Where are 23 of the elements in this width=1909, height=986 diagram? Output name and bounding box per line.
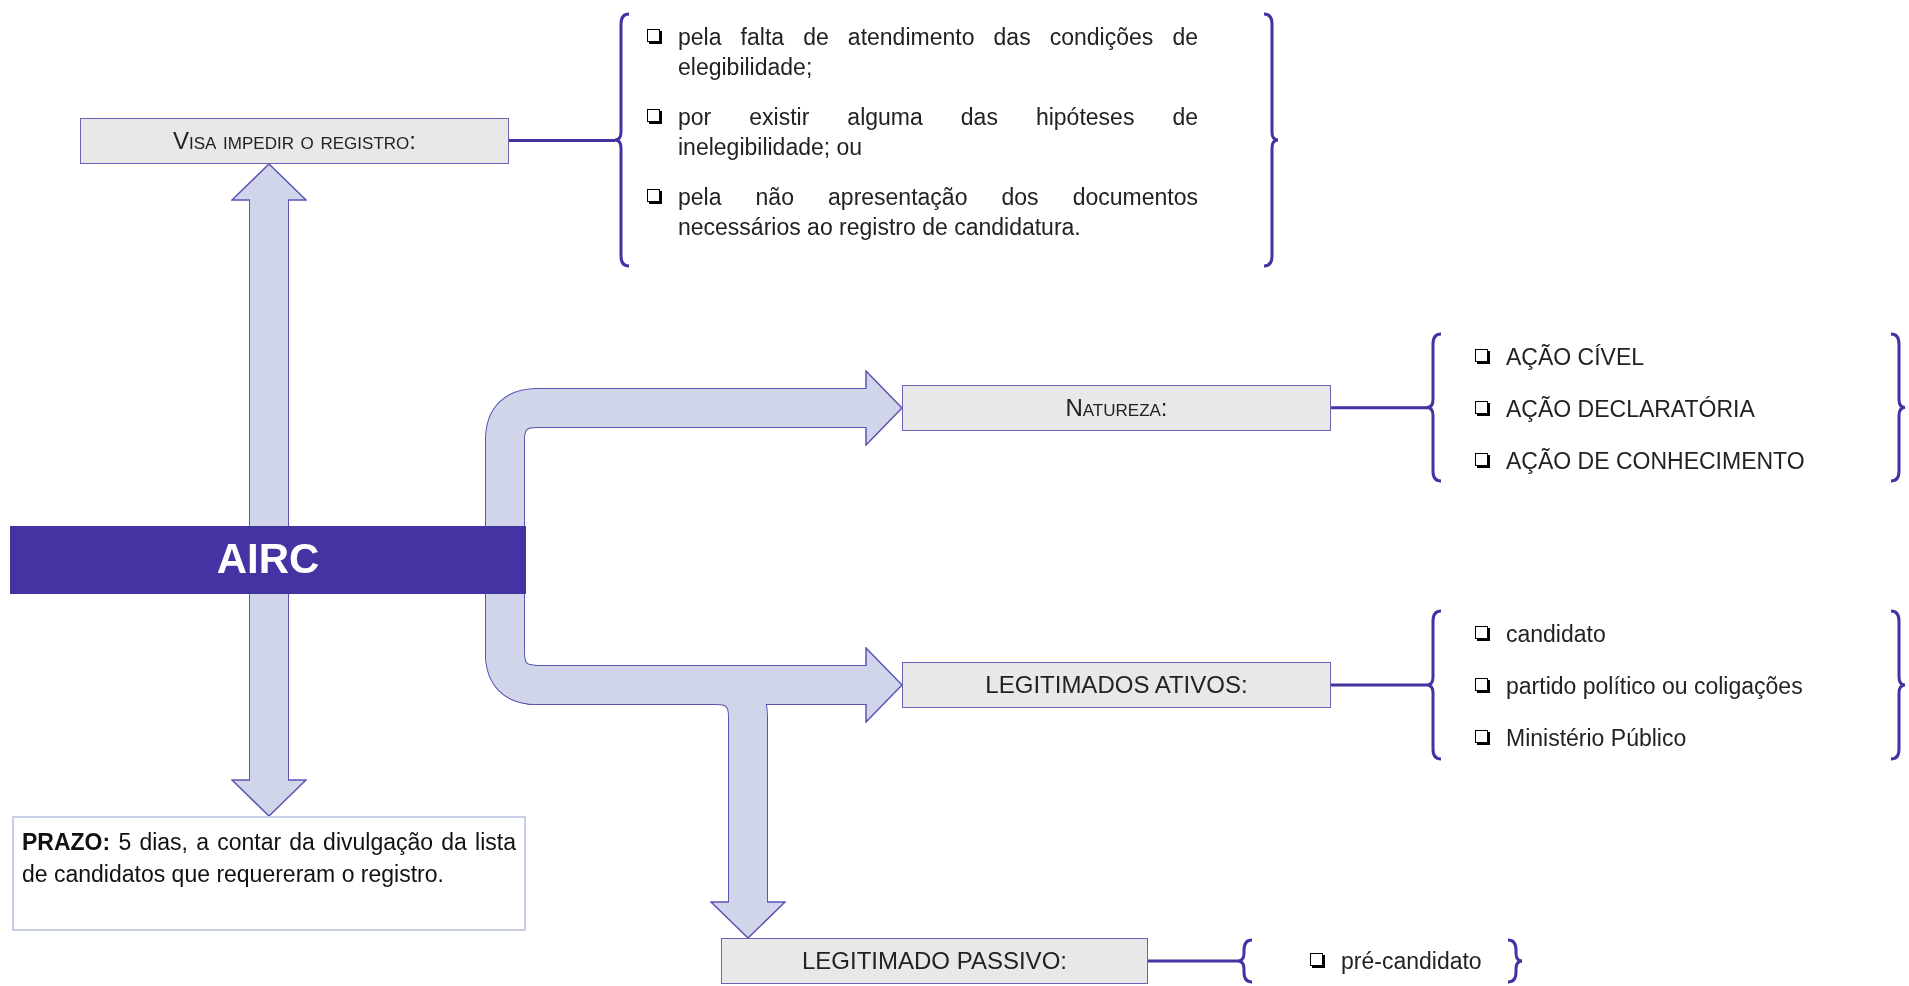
list-item: partido político ou coligações <box>1506 672 1803 701</box>
label-box: Visa impedir o registro: <box>80 118 509 164</box>
list-item: AÇÃO CÍVEL <box>1506 343 1645 372</box>
connector-line <box>1331 683 1427 687</box>
list-item: pela não apresentação dos documentos necessários ao registro de candidatura. <box>678 183 1198 242</box>
list-item: AÇÃO DECLARATÓRIA <box>1506 395 1755 424</box>
note-box: PRAZO: 5 dias, a contar da divulgação da lista de candidatos que requereram o registro. <box>12 816 526 931</box>
block-arrow <box>230 163 308 526</box>
label-box: LEGITIMADO PASSIVO: <box>721 938 1148 984</box>
label-box: LEGITIMADOS ATIVOS: <box>902 662 1331 708</box>
connector-line <box>1331 406 1427 410</box>
block-arrow <box>230 594 308 817</box>
connector-line <box>509 139 615 142</box>
block-arrow <box>485 369 903 526</box>
list-item: candidato <box>1506 620 1606 649</box>
list-item: por existir alguma das hipóteses de inelegibilidade; ou <box>678 103 1198 162</box>
connector-line <box>1148 959 1238 963</box>
list-item: pré-candidato <box>1341 947 1482 976</box>
title-bar: AIRC <box>10 526 526 594</box>
list-item: AÇÃO DE CONHECIMENTO <box>1506 447 1805 476</box>
label-box: Natureza: <box>902 385 1331 431</box>
list-item: pela falta de atendimento das condições de elegibilidade; <box>678 23 1198 82</box>
list-item: Ministério Público <box>1506 724 1687 753</box>
